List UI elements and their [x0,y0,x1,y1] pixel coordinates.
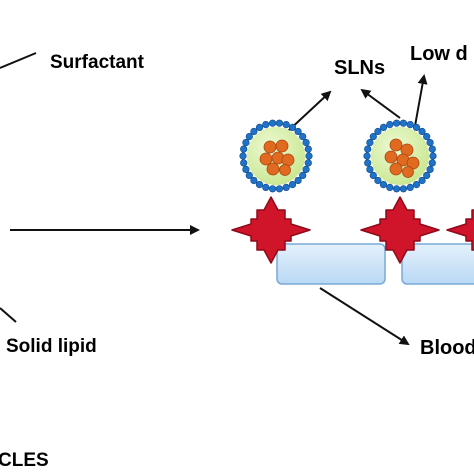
lipid-head [426,139,434,147]
slns-label: SLNs [334,57,385,79]
lipid-head [412,123,421,132]
lipid-head [406,183,414,192]
low-density-arrow [414,74,428,127]
lipid-head [242,139,250,147]
blood-label: Blood [420,337,474,359]
lipid-head [386,120,394,129]
vessel-segment-right [401,243,474,285]
lipid-head [399,119,408,127]
lipid-head [302,139,310,147]
lipid-head [245,133,253,141]
blood-arrow [319,287,410,346]
solid-lipid-label: Solid lipid [6,336,97,357]
lipid-head [423,133,431,141]
sln-lipid-shell [363,119,437,193]
lipid-head [386,183,394,192]
sln-particle-2 [363,119,437,193]
lipid-head [366,139,374,147]
low-density-label: Low d [410,43,468,65]
lipid-head [269,185,277,193]
lipid-head [294,127,302,136]
lipid-head [428,159,436,167]
lipid-head [240,145,248,153]
lipid-head [242,165,250,173]
lipid-head [304,145,312,153]
lipid-head [418,127,426,136]
surfactant-pointer-line [0,52,37,69]
lipid-head [250,127,258,136]
junction-cross-partial [446,209,474,251]
lipid-head [262,183,270,192]
lipid-head [426,165,434,173]
lipid-head [304,159,312,167]
lipid-head [428,145,436,153]
lipid-head [364,145,372,153]
lipid-head [374,127,382,136]
lipid-head [282,120,290,129]
lipid-head [239,152,247,160]
lipid-head [305,152,313,160]
lipid-head [250,176,258,185]
lipid-head [240,159,248,167]
drug-cluster [259,139,295,176]
lipid-head [294,176,302,185]
lipid-head [364,159,372,167]
lipid-head [255,123,264,132]
lipid-head [245,171,253,180]
lipid-head [302,165,310,173]
lipid-head [363,152,371,160]
lipid-head [399,185,408,193]
sln-particle-1 [239,119,313,193]
lipid-head [369,171,377,180]
drug-cluster [384,138,420,178]
lipid-head [393,119,401,127]
lipid-head [379,123,388,132]
lipid-head [406,120,414,129]
lipid-head [379,181,388,189]
sln-lipid-shell [239,119,313,193]
surfactant-label: Surfactant [50,52,145,73]
lipid-head [255,181,264,189]
solid-lipid-pointer-line [0,307,17,323]
sln-arrow-right [360,88,401,119]
lipid-head [369,133,377,141]
lipid-head [299,171,307,180]
lipid-head [275,119,284,127]
lipid-head [269,119,277,127]
lipid-head [429,152,437,160]
lipid-head [366,165,374,173]
lipid-head [418,176,426,185]
cles-label: CLES [0,450,49,471]
lipid-head [282,183,290,192]
junction-cross-1 [231,196,311,264]
lipid-head [374,176,382,185]
lipid-head [288,181,297,189]
junction-cross-2 [360,196,440,264]
lipid-head [275,185,284,193]
lipid-head [299,133,307,141]
lipid-head [423,171,431,180]
lipid-head [288,123,297,132]
lipid-head [262,120,270,129]
vessel-segment-left [276,243,386,285]
lipid-head [412,181,421,189]
lipid-head [393,185,401,193]
